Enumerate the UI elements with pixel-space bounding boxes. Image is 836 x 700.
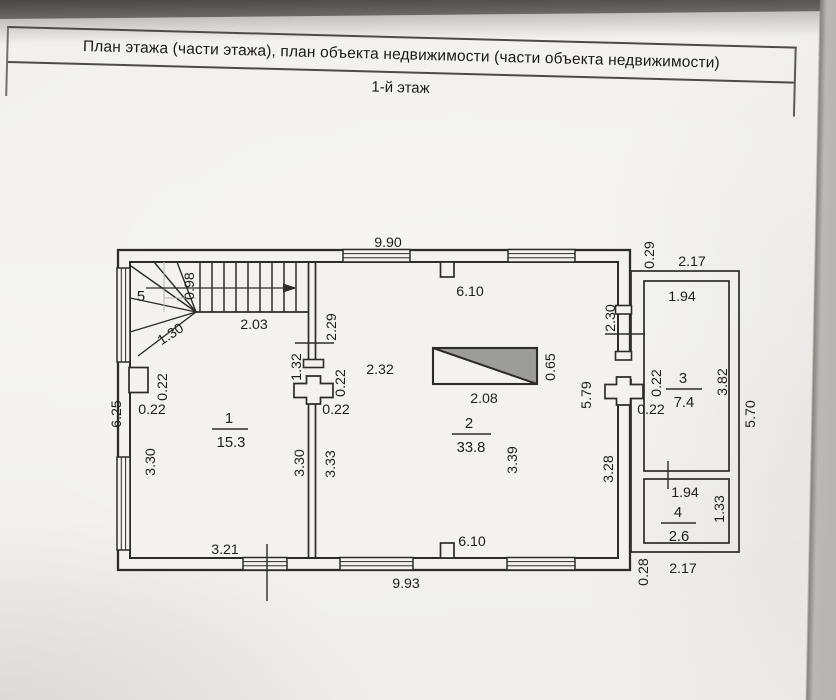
room-area: 2.6 <box>669 529 690 545</box>
main-outer-wall <box>116 248 632 572</box>
annex-outline <box>630 270 740 553</box>
chimney-notch-top <box>439 261 455 278</box>
room-label-lines <box>212 388 702 524</box>
room-number: 4 <box>674 505 682 521</box>
room-number: 1 <box>225 411 233 427</box>
dim-label: 0.22 <box>138 402 166 418</box>
door-openings <box>302 304 633 379</box>
dim-label: 2.30 <box>603 304 619 332</box>
dim-label: 0.22 <box>322 402 350 418</box>
dim-label: 9.90 <box>374 235 402 251</box>
staircase <box>129 261 308 357</box>
window-symbol <box>507 248 576 263</box>
door-jamb <box>614 304 633 315</box>
dim-label: 3.21 <box>211 542 239 558</box>
dim-label: 3.30 <box>292 449 308 477</box>
dim-label: 1.94 <box>671 485 699 501</box>
room-number: 3 <box>679 371 687 387</box>
dim-label: 6.25 <box>109 400 125 428</box>
dim-label: 6.10 <box>456 284 484 300</box>
dim-label: 3.28 <box>601 455 617 483</box>
window-symbols <box>116 248 576 571</box>
dim-label: 0.28 <box>636 558 652 586</box>
dim-label: 0.22 <box>155 373 171 401</box>
dimension-ticks <box>266 333 669 601</box>
wall-pier <box>128 366 149 394</box>
window-symbol <box>242 556 288 571</box>
chimney-notch-bottom <box>439 542 455 559</box>
window-symbol <box>506 556 576 571</box>
dim-label: 0.65 <box>543 353 559 381</box>
dim-label: 2.29 <box>324 313 340 341</box>
dim-label: 3.33 <box>323 450 339 478</box>
window-symbol <box>116 267 131 363</box>
dim-label: 1.32 <box>289 353 305 381</box>
dim-label: 6.10 <box>458 534 486 550</box>
dim-label: 0.22 <box>637 402 665 418</box>
dim-label: 5.70 <box>743 400 759 428</box>
window-symbol <box>342 248 411 263</box>
dim-label: 0.22 <box>333 369 349 397</box>
dim-label: 3.30 <box>143 448 159 476</box>
window-symbol <box>116 456 131 551</box>
room-area: 15.3 <box>217 435 246 451</box>
partition-wall <box>307 262 317 558</box>
dim-label: 2.32 <box>366 362 394 378</box>
dim-label: 2.17 <box>678 254 706 270</box>
room-4-outline <box>643 478 730 544</box>
dim-label: 9.93 <box>392 576 420 592</box>
dim-label: 3.39 <box>505 446 521 474</box>
dim-label: 0.29 <box>642 241 658 269</box>
dim-label: 3.82 <box>715 368 731 396</box>
dim-label: 2.03 <box>240 317 268 333</box>
room-number: 5 <box>137 289 145 305</box>
door-jamb <box>302 358 325 369</box>
wall-pier <box>293 375 334 405</box>
dim-label: 1.94 <box>668 289 696 305</box>
dim-label: 1.33 <box>712 495 728 523</box>
room-3-outline <box>643 280 730 472</box>
wall-pier <box>604 376 644 406</box>
door-jamb <box>614 350 633 361</box>
dim-label: 2.08 <box>470 391 498 407</box>
room-number: 2 <box>465 416 473 432</box>
room-area: 7.4 <box>674 395 695 411</box>
dim-label: 0.98 <box>182 272 198 300</box>
dim-label: 2.17 <box>669 561 697 577</box>
room-area: 33.8 <box>457 440 486 456</box>
dim-label: 5.79 <box>579 381 595 409</box>
stove-symbol <box>431 346 539 386</box>
stair-direction-arrow <box>146 283 297 293</box>
window-symbol <box>339 556 414 571</box>
dim-label: 0.22 <box>649 369 665 397</box>
